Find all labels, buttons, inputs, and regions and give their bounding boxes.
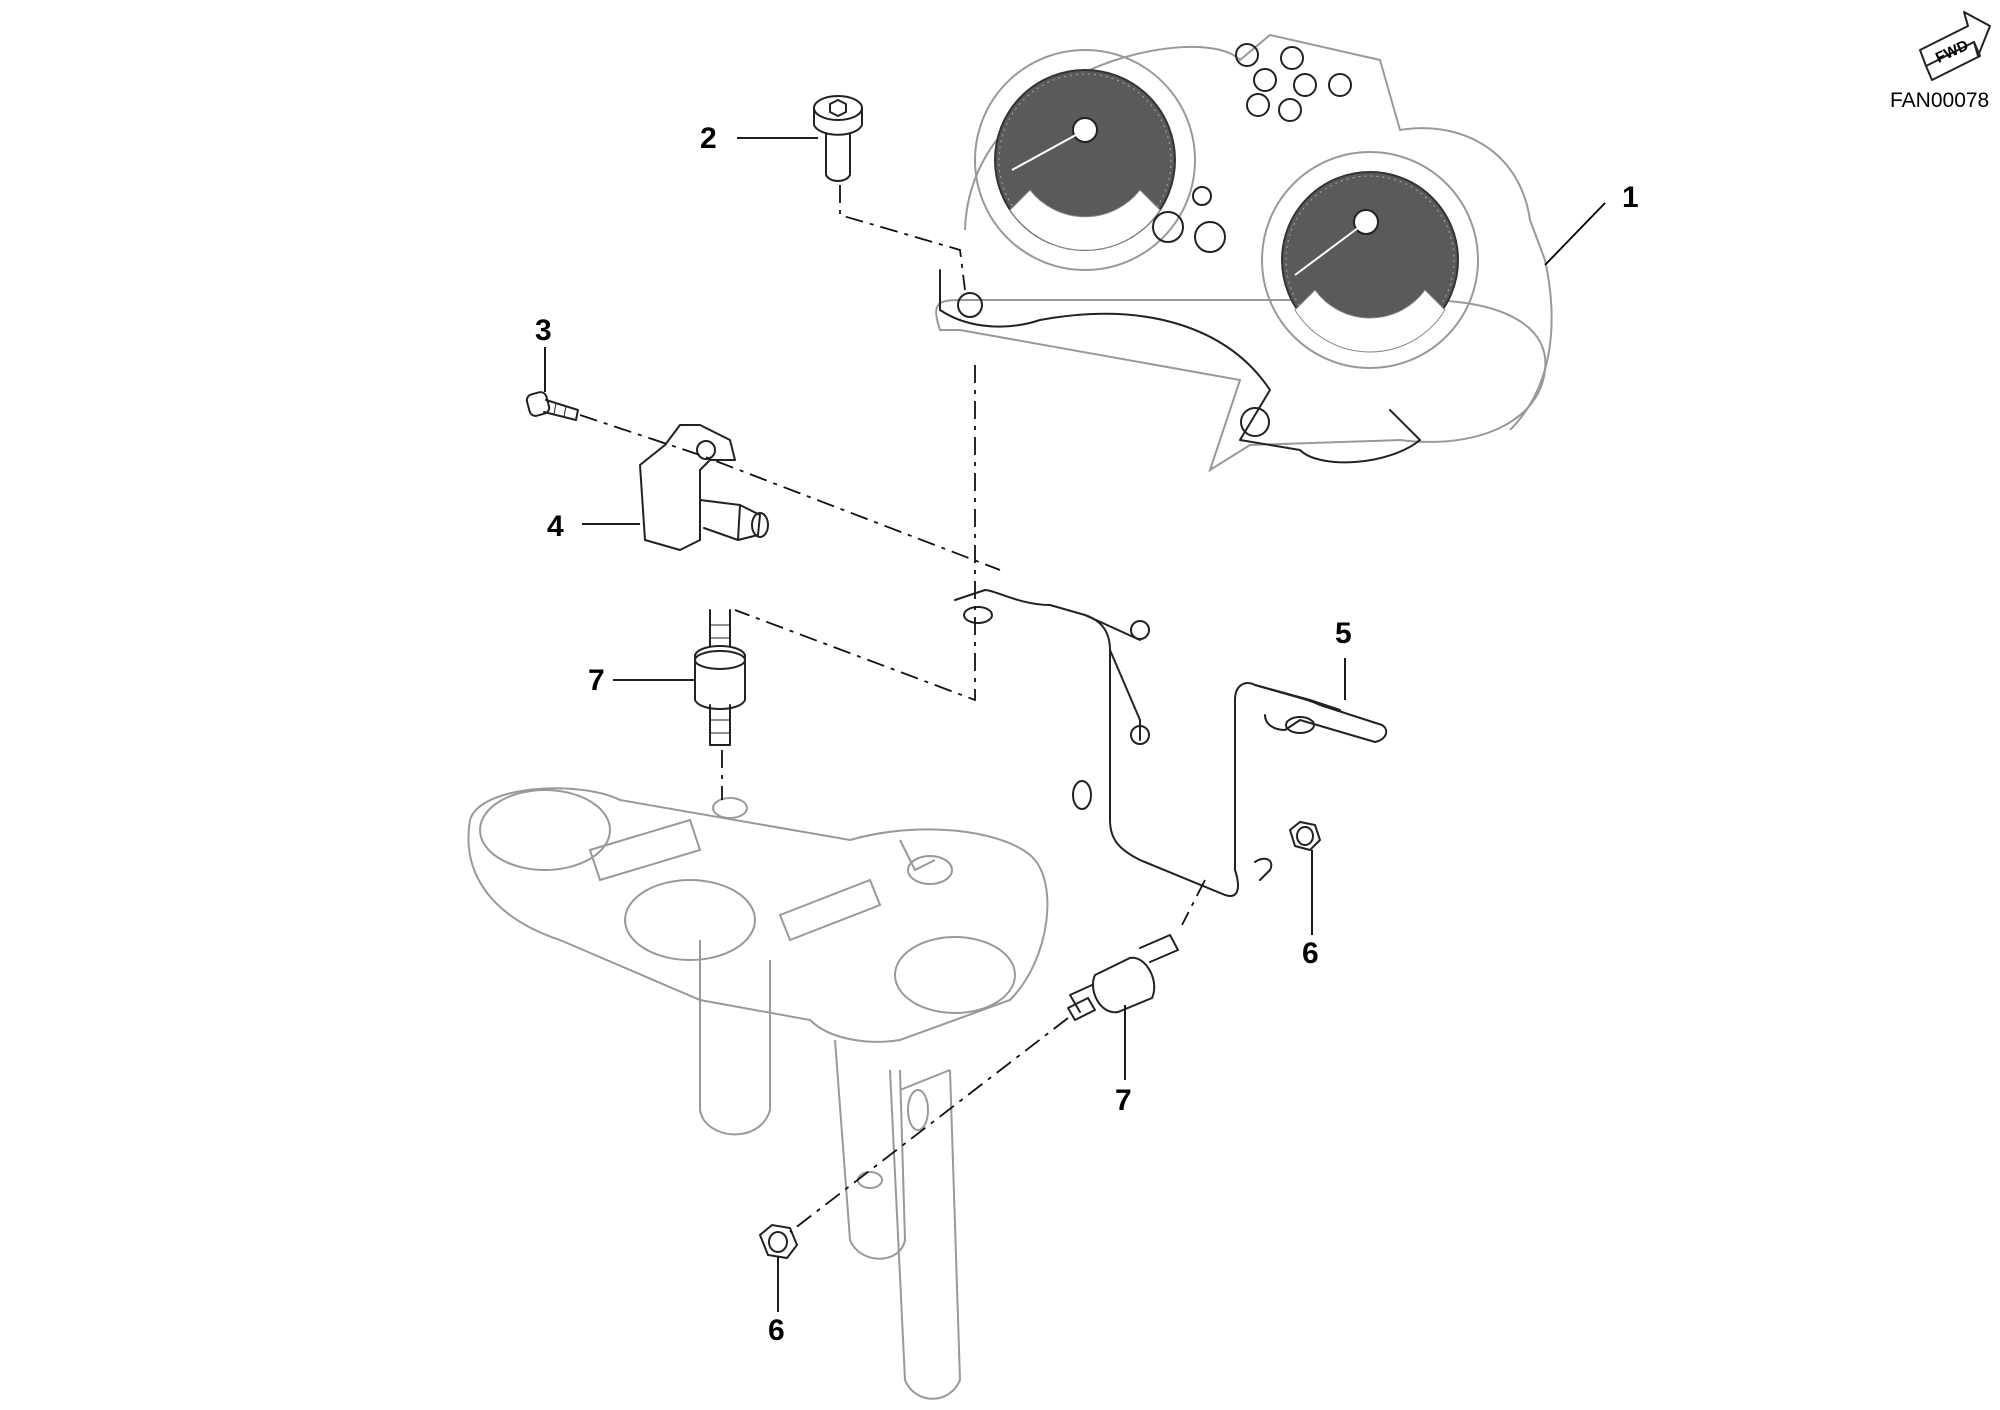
triple-clamp xyxy=(467,787,1049,1400)
bracket xyxy=(954,589,1388,897)
callout-7-left: 7 xyxy=(588,664,605,697)
sensor xyxy=(639,424,769,551)
forward-arrow-icon: FWD xyxy=(1919,11,1991,81)
callout-4: 4 xyxy=(547,510,564,543)
damper-right xyxy=(1067,934,1179,1021)
callout-6-bottom: 6 xyxy=(768,1314,785,1347)
callout-numbers: 1 2 3 4 5 6 6 7 7 xyxy=(535,122,1639,1347)
assembly-lines xyxy=(579,185,1206,1233)
instrument-panel xyxy=(935,33,1553,473)
damper-left xyxy=(694,609,746,746)
callout-7-right: 7 xyxy=(1115,1084,1132,1117)
screw-small xyxy=(525,391,579,421)
nut-right xyxy=(1288,820,1322,852)
callout-3: 3 xyxy=(535,314,552,347)
callout-2: 2 xyxy=(700,122,717,155)
nut-bottom xyxy=(758,1223,799,1260)
callout-1: 1 xyxy=(1622,181,1639,214)
drawing-code: FAN00078 xyxy=(1890,89,1989,112)
callout-6-right: 6 xyxy=(1302,937,1319,970)
leader-lines xyxy=(544,137,1606,1312)
callout-5: 5 xyxy=(1335,617,1352,650)
screw-top xyxy=(813,95,863,182)
